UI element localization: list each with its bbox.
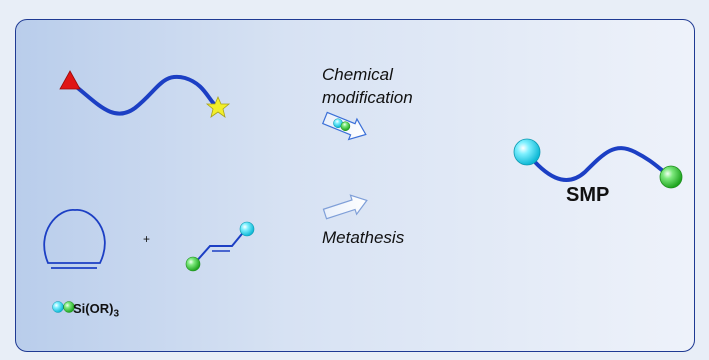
triangle-icon (59, 70, 81, 90)
legend-label: Si(OR)3 (73, 301, 119, 320)
legend-sphere-green-icon (63, 301, 75, 313)
legend-prefix: Si(OR) (73, 301, 114, 316)
sphere-green-icon (659, 165, 683, 189)
precursor-chain (68, 74, 220, 116)
plus-sign: + (143, 232, 151, 246)
legend-sphere-cyan-icon (52, 301, 64, 313)
metathesis-arrow-icon (322, 194, 368, 220)
sphere-green-icon (185, 256, 201, 272)
modification-arrow-icon (321, 111, 367, 141)
star-icon (205, 95, 231, 118)
scheme-panel (15, 19, 695, 352)
sphere-cyan-icon (513, 138, 541, 166)
legend-subscript: 3 (113, 308, 120, 320)
smp-label: SMP (566, 184, 610, 206)
smp-chain (525, 146, 674, 182)
sphere-cyan-icon (239, 221, 255, 237)
chemical-modification-label-2: modification (322, 88, 413, 107)
chemical-modification-label-1: Chemical (322, 65, 393, 84)
cta-chain (193, 228, 247, 265)
cyclic-olefin (43, 209, 106, 264)
metathesis-label: Metathesis (322, 228, 405, 247)
